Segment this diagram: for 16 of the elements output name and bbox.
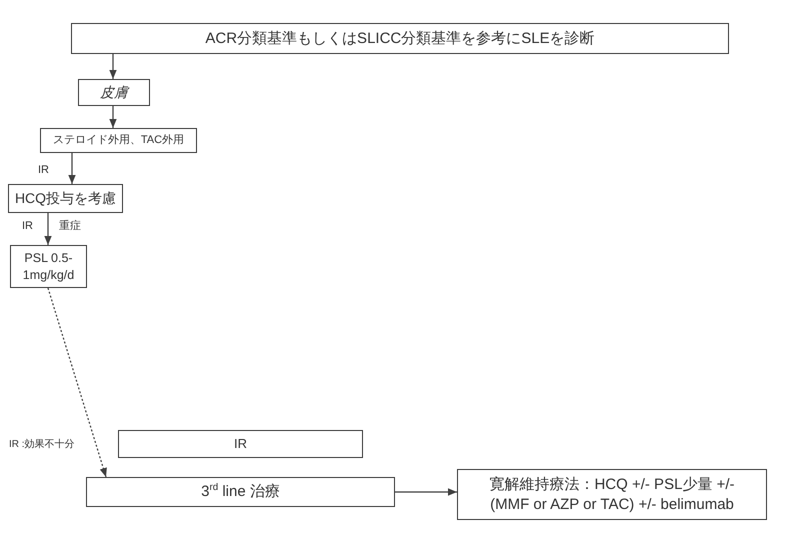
arrow [395, 488, 457, 496]
process-box: 皮膚 [78, 79, 150, 106]
arrow [109, 54, 117, 79]
arrow [47, 288, 107, 478]
process-box: 3$^{rd}$ line 治療 [86, 477, 395, 507]
process-box: IR [118, 430, 363, 458]
process-box: PSL 0.5- 1mg/kg/d [10, 245, 87, 288]
arrow [109, 106, 117, 128]
process-box: ステロイド外用、TAC外用 [40, 128, 197, 153]
arrow [68, 153, 76, 184]
process-box: ACR分類基準もしくはSLICC分類基準を参考にSLEを診断 [71, 23, 729, 54]
footnote-text: IR :効果不十分 [8, 439, 76, 450]
process-box: HCQ投与を考慮 [8, 184, 123, 213]
arrow [44, 213, 52, 245]
condition-label: 重症 [58, 220, 82, 232]
process-box: 寛解維持療法：HCQ +/- PSL少量 +/- (MMF or AZP or TAC) +/- belimumab [457, 469, 767, 520]
